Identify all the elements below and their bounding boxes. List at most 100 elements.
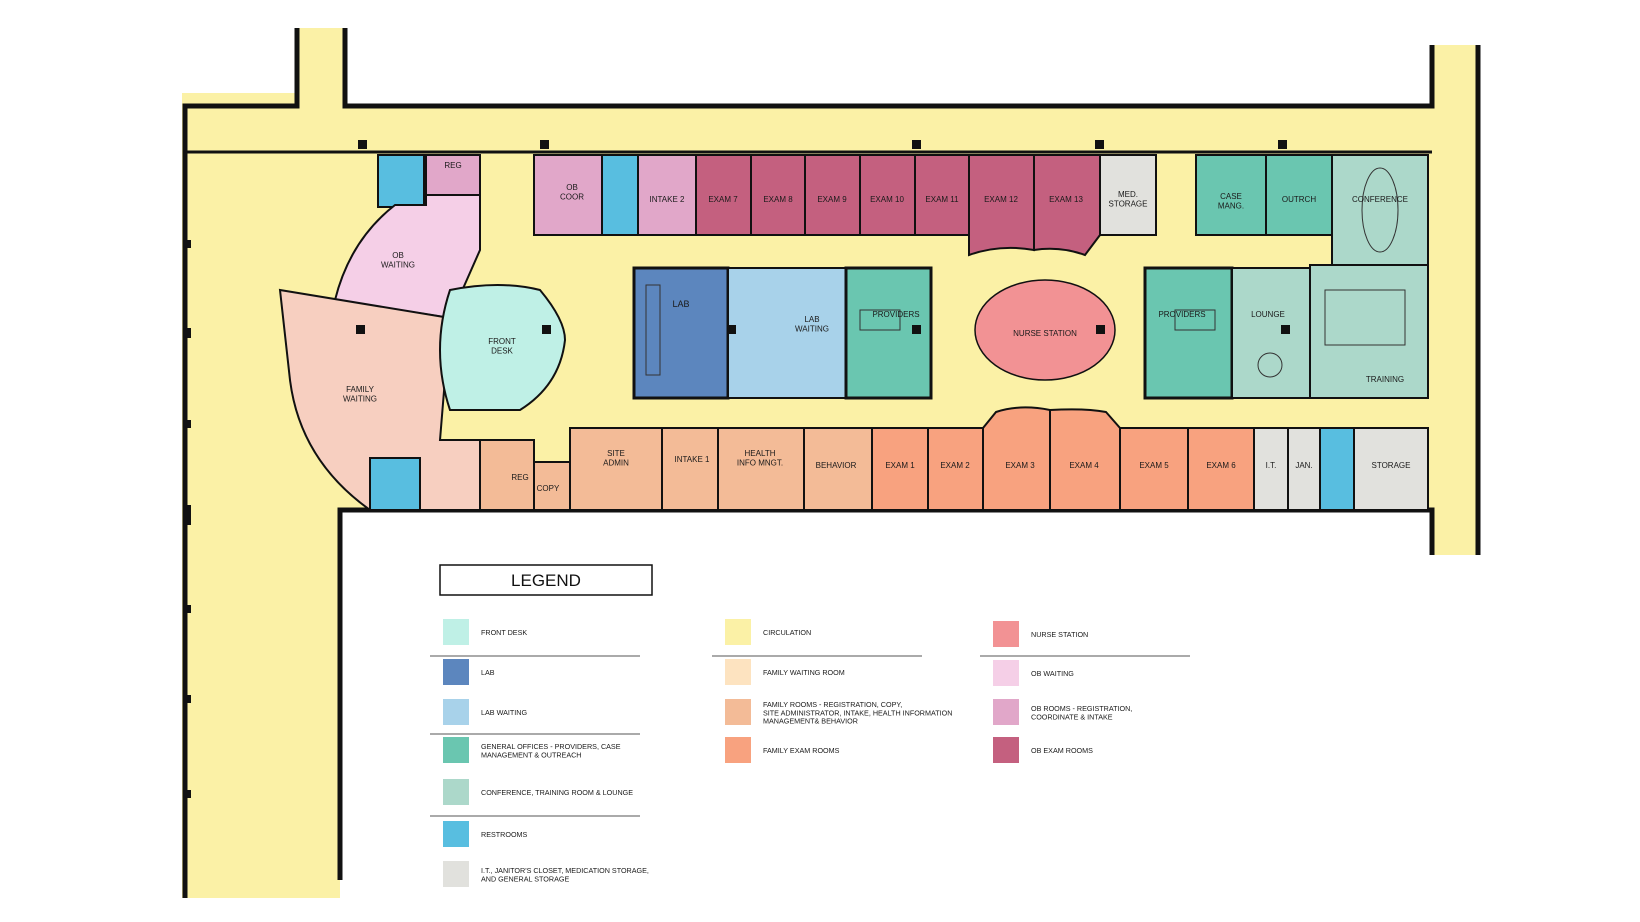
restroom-ob xyxy=(377,154,425,208)
exam-12-room xyxy=(968,154,1035,257)
west-corridor xyxy=(182,93,340,898)
north-row xyxy=(377,154,1429,266)
label-exam-6: EXAM 6 xyxy=(1206,461,1236,470)
legend-label-col3-0: NURSE STATION xyxy=(1031,630,1088,639)
legend-label-col2-1: FAMILY WAITING ROOM xyxy=(763,668,845,677)
legend-label-col3-3: OB EXAM ROOMS xyxy=(1031,746,1093,755)
north-corridor xyxy=(182,106,1447,156)
label-exam-11: EXAM 11 xyxy=(925,195,959,204)
front-desk-area xyxy=(439,284,567,411)
label-exam-9: EXAM 9 xyxy=(817,195,847,204)
exam-4-room xyxy=(1049,408,1121,511)
case-mang-room xyxy=(1195,154,1267,236)
site-admin-room xyxy=(569,427,663,511)
conference-room xyxy=(1331,154,1429,266)
legend-swatch-col1-5 xyxy=(443,821,469,847)
legend-swatch-col2-3 xyxy=(725,737,751,763)
north-entry-corridor xyxy=(297,28,345,108)
label-med-storage: MED.STORAGE xyxy=(1109,190,1148,209)
legend-label-col1-4: CONFERENCE, TRAINING ROOM & LOUNGE xyxy=(481,788,633,797)
label-behavior: BEHAVIOR xyxy=(816,461,857,470)
label-providers-1: PROVIDERS xyxy=(872,310,919,319)
legend-label-col2-0: CIRCULATION xyxy=(763,628,811,637)
reg-bottom-room xyxy=(479,439,535,511)
label-intake-2: INTAKE 2 xyxy=(650,195,686,204)
legend-column-3: NURSE STATION OB WAITING OB ROOMS - REGIST… xyxy=(993,621,1132,763)
exam-1-room xyxy=(871,427,929,511)
legend-swatch-col1-6 xyxy=(443,861,469,887)
label-reg-bottom: REG xyxy=(511,473,528,482)
label-lab: LAB xyxy=(672,299,689,309)
lounge-room xyxy=(1231,267,1311,399)
legend-title: LEGEND xyxy=(511,571,581,590)
providers-desk-1 xyxy=(859,309,901,331)
lounge-table xyxy=(1257,352,1283,378)
legend-swatch-col3-3 xyxy=(993,737,1019,763)
training-room xyxy=(1309,264,1429,399)
providers-desk-2 xyxy=(1174,309,1216,331)
legend-swatch-col3-0 xyxy=(993,621,1019,647)
legend-label-col1-5: RESTROOMS xyxy=(481,830,528,839)
label-intake-1: INTAKE 1 xyxy=(675,455,711,464)
jan-room xyxy=(1287,427,1321,511)
label-storage: STORAGE xyxy=(1372,461,1411,470)
legend-label-col1-0: FRONT DESK xyxy=(481,628,527,637)
label-providers-2: PROVIDERS xyxy=(1158,310,1205,319)
label-exam-10: EXAM 10 xyxy=(870,195,904,204)
ob-coor-room xyxy=(533,154,603,236)
label-lounge: LOUNGE xyxy=(1251,310,1285,319)
label-exam-1: EXAM 1 xyxy=(885,461,915,470)
storage-room xyxy=(1353,427,1429,511)
label-exam-3: EXAM 3 xyxy=(1005,461,1035,470)
exam-8-room xyxy=(750,154,806,236)
legend-swatch-col2-2 xyxy=(725,699,751,725)
legend-label-col3-2: OB ROOMS - REGISTRATION,COORDINATE & INT… xyxy=(1031,704,1132,721)
legend-swatch-col2-1 xyxy=(725,659,751,685)
legend-swatch-col2-0 xyxy=(725,619,751,645)
label-exam-8: EXAM 8 xyxy=(763,195,793,204)
label-jan: JAN. xyxy=(1295,461,1312,470)
legend-title-box xyxy=(439,564,653,596)
label-exam-13: EXAM 13 xyxy=(1049,195,1083,204)
lab-counter xyxy=(645,284,661,376)
label-reg-top: REG xyxy=(444,161,461,170)
label-outrch: OUTRCH xyxy=(1282,195,1316,204)
providers-2-room xyxy=(1143,266,1234,400)
label-exam-2: EXAM 2 xyxy=(940,461,970,470)
label-it: I.T. xyxy=(1266,461,1277,470)
label-exam-7: EXAM 7 xyxy=(708,195,738,204)
restroom-ob-2 xyxy=(601,154,639,236)
copy-room xyxy=(533,461,571,511)
legend-label-col1-6: I.T., JANITOR'S CLOSET, MEDICATION STORA… xyxy=(481,866,649,883)
legend-label-col2-3: FAMILY EXAM ROOMS xyxy=(763,746,840,755)
legend-swatch-col1-0 xyxy=(443,619,469,645)
intake-2-room xyxy=(637,154,697,236)
restroom-east xyxy=(1319,427,1355,511)
legend-swatch-col1-3 xyxy=(443,737,469,763)
nurse-station-area xyxy=(974,279,1116,381)
legend-dividers xyxy=(430,655,1190,817)
label-exam-5: EXAM 5 xyxy=(1139,461,1169,470)
exam-5-room xyxy=(1119,427,1189,511)
med-storage-room xyxy=(1099,154,1157,236)
legend-label-col1-1: LAB xyxy=(481,668,495,677)
legend-swatch-col1-1 xyxy=(443,659,469,685)
label-copy: COPY xyxy=(537,484,560,493)
lab-room xyxy=(632,266,730,400)
legend-swatch-col1-4 xyxy=(443,779,469,805)
furniture xyxy=(645,167,1406,378)
conference-table xyxy=(1361,167,1399,253)
legend-label-col3-1: OB WAITING xyxy=(1031,669,1074,678)
label-nurse-station: NURSE STATION xyxy=(1013,329,1077,338)
legend-swatch-col3-2 xyxy=(993,699,1019,725)
label-exam-4: EXAM 4 xyxy=(1069,461,1099,470)
